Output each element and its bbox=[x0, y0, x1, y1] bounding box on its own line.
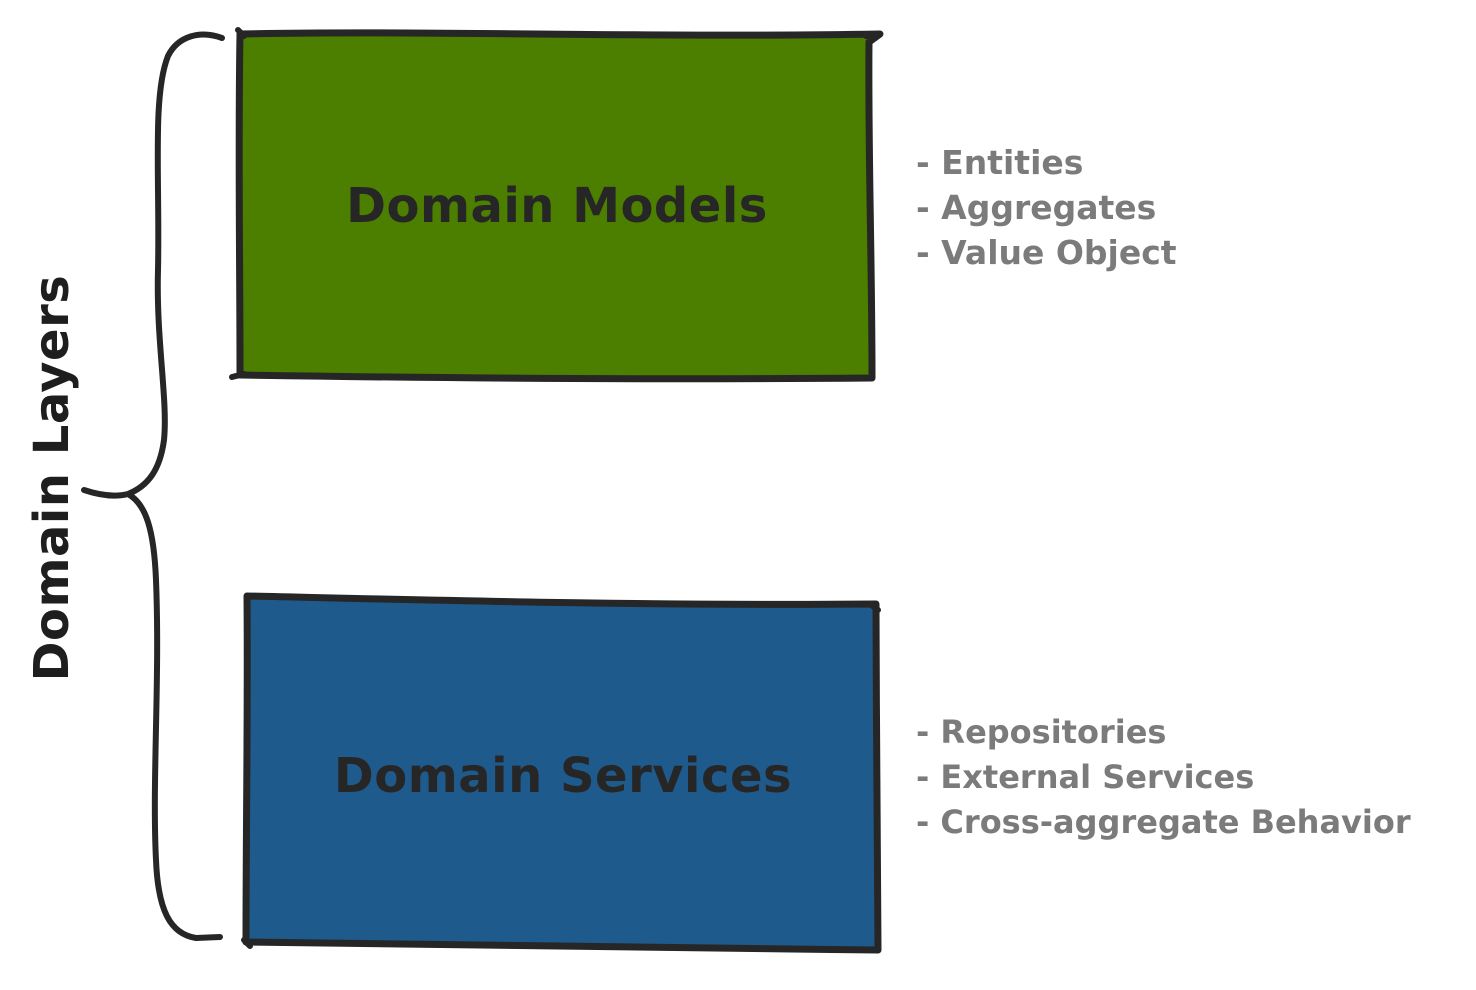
domain-layers-label: Domain Layers bbox=[24, 274, 80, 682]
list-item: - Aggregates bbox=[916, 188, 1157, 227]
list-item: - Entities bbox=[916, 143, 1084, 182]
domain-services-title: Domain Services bbox=[333, 748, 793, 804]
list-item: - Value Object bbox=[916, 233, 1177, 272]
domain-services-box bbox=[242, 592, 882, 954]
list-item: - External Services bbox=[916, 758, 1255, 796]
domain-models-title: Domain Models bbox=[346, 178, 768, 234]
domain-models-box-overshoot bbox=[229, 27, 883, 380]
list-item: - Cross-aggregate Behavior bbox=[916, 803, 1411, 841]
domain-services-items: - Repositories - External Services - Cro… bbox=[916, 710, 1411, 845]
list-item: - Repositories bbox=[916, 713, 1167, 751]
curly-brace bbox=[81, 31, 225, 941]
domain-models-box bbox=[235, 29, 884, 383]
domain-models-items: - Entities - Aggregates - Value Object bbox=[916, 140, 1177, 275]
domain-services-box-overshoot bbox=[241, 601, 881, 949]
